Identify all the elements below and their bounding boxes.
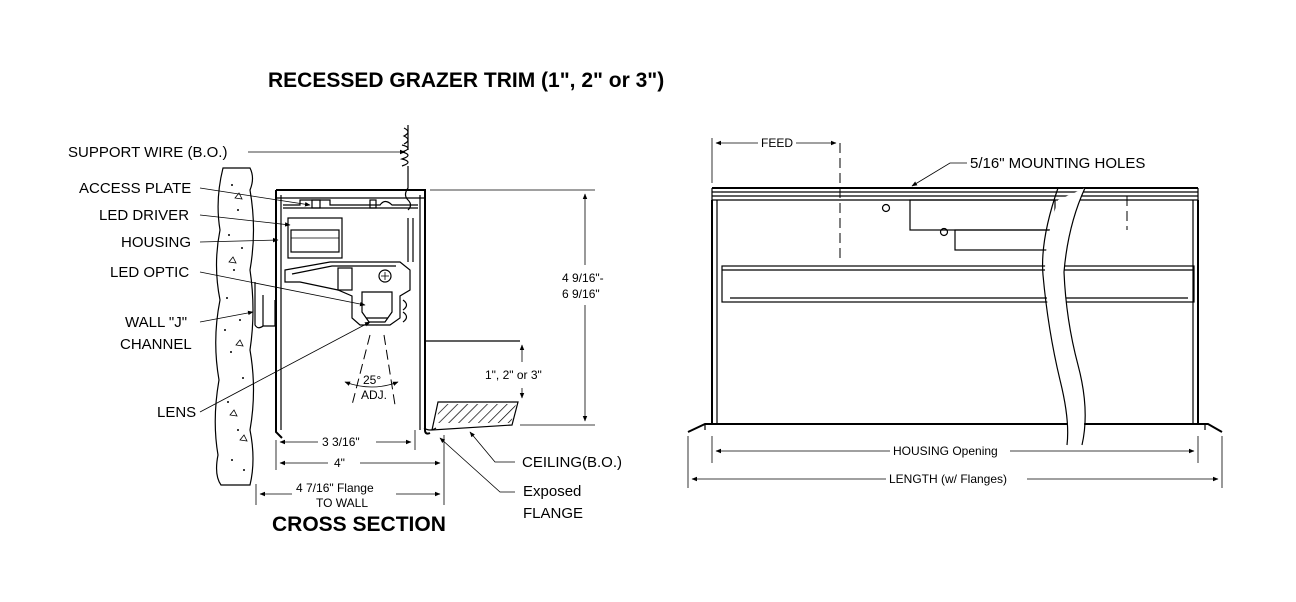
dim-height-line2: 6 9/16" <box>562 287 600 301</box>
label-support-wire: SUPPORT WIRE (B.O.) <box>68 144 227 161</box>
length-label: LENGTH (w/ Flanges) <box>889 472 1007 486</box>
height-dimension <box>430 189 595 426</box>
driver-module-side <box>881 199 1056 251</box>
label-flange: FLANGE <box>523 505 583 522</box>
light-beam <box>344 334 399 406</box>
support-wire <box>399 125 412 211</box>
ceiling-trim <box>423 340 520 431</box>
dim-angle-adj: ADJ. <box>361 388 387 402</box>
mounting-holes-leader <box>911 162 967 187</box>
dim-height-line1: 4 9/16"- <box>562 271 604 285</box>
label-led-driver: LED DRIVER <box>99 207 189 224</box>
side-view: FEED 5/16" MOUNTING HOLES HOUSING Openin… <box>687 136 1223 488</box>
label-exposed: Exposed <box>523 483 581 500</box>
led-driver <box>287 217 343 259</box>
leader-lines <box>199 149 515 493</box>
wall-j-channel <box>254 282 264 329</box>
break-line <box>1042 187 1086 446</box>
label-led-optic: LED OPTIC <box>110 264 189 281</box>
label-channel: CHANNEL <box>120 336 192 353</box>
label-access-plate: ACCESS PLATE <box>79 180 191 197</box>
dim-trim-depth: 1", 2" or 3" <box>485 368 542 382</box>
concrete-wall <box>214 167 255 486</box>
cross-section-heading: CROSS SECTION <box>272 513 446 536</box>
dim-width-outer: 4" <box>334 456 345 470</box>
housing-opening-label: HOUSING Opening <box>893 444 998 458</box>
width-dimensions <box>255 430 445 505</box>
label-lens: LENS <box>157 404 196 421</box>
j-channel-clip <box>263 300 276 327</box>
dim-flange-to-wall: 4 7/16" Flange <box>296 481 374 495</box>
drawing-title: RECESSED GRAZER TRIM (1", 2" or 3") <box>268 69 664 92</box>
mounting-holes-label: 5/16" MOUNTING HOLES <box>970 155 1145 172</box>
dim-angle: 25° <box>363 373 381 387</box>
housing-body <box>275 189 431 439</box>
lens-strip-side <box>721 265 1195 303</box>
label-housing: HOUSING <box>121 234 191 251</box>
cross-section-view: SUPPORT WIRE (B.O.) ACCESS PLATE LED DRI… <box>68 125 622 536</box>
dim-width-inner: 3 3/16" <box>322 435 360 449</box>
feed-label: FEED <box>761 136 793 150</box>
label-wall-j: WALL "J" <box>125 314 187 331</box>
top-rail <box>711 187 1199 201</box>
label-ceiling: CEILING(B.O.) <box>522 454 622 471</box>
led-optic-assembly <box>284 218 414 326</box>
housing-side <box>687 200 1223 433</box>
dim-to-wall: TO WALL <box>316 496 368 510</box>
